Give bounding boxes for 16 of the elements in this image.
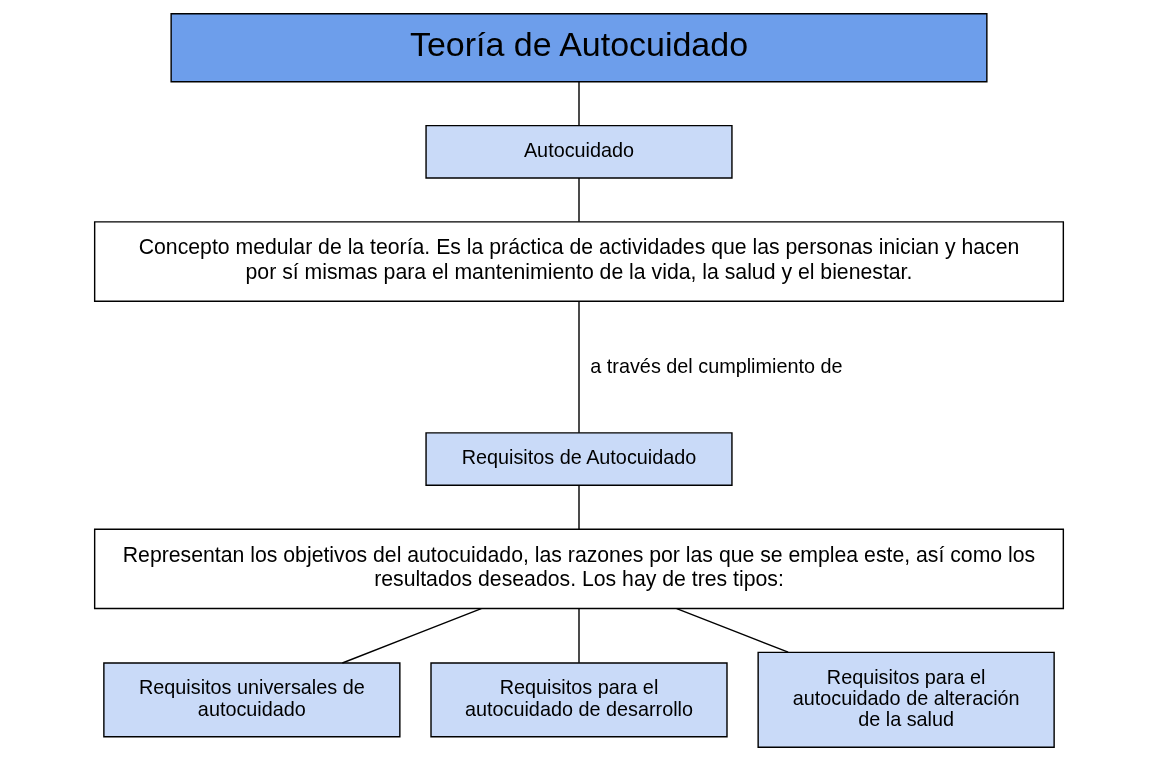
connector <box>578 81 580 126</box>
connector <box>578 177 580 223</box>
connector <box>341 607 482 664</box>
node-box: Representan los objetivos del autocuidado, las razones por las que se emplea este, así como los resultados deseados. Los hay de tres tipos: <box>93 528 1065 610</box>
node-box: Requisitos de Autocuidado <box>425 432 733 486</box>
node-box: Requisitos para el autocuidado de desarrollo <box>430 662 728 738</box>
connector <box>578 300 580 434</box>
connector <box>578 484 580 530</box>
node-box: Requisitos para el autocuidado de alteración de la salud <box>757 651 1055 748</box>
node-box: Autocuidado <box>425 124 733 179</box>
node-box: Concepto medular de la teoría. Es la práctica de actividades que las personas inician y hacen por sí mismas para el mantenimiento de la vida, la salud y el bienestar. <box>93 221 1065 302</box>
edge-label: a través del cumplimiento de <box>590 354 843 377</box>
node-box: Requisitos universales de autocuidado <box>103 662 401 738</box>
connector <box>578 608 580 664</box>
connector <box>676 607 789 653</box>
node-box: Teoría de Autocuidado <box>170 13 988 83</box>
